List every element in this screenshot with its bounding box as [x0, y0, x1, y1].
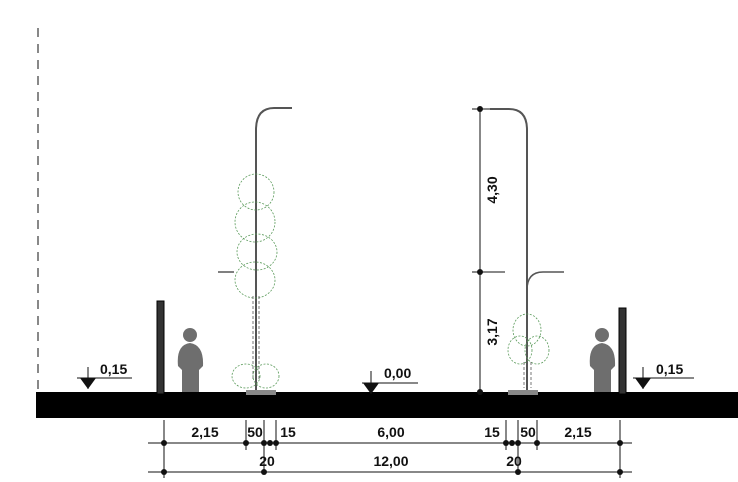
right-pedestrian-figure [589, 328, 616, 392]
left-tree-foliage [231, 173, 280, 389]
dimension-row-2 [148, 469, 632, 475]
center-level-label: 0,00 [384, 365, 411, 381]
left-level-label: 0,15 [100, 361, 127, 377]
right-shrub-foliage [507, 313, 550, 388]
dim-carriageway: 6,00 [377, 424, 404, 440]
dim-right-20: 20 [506, 453, 522, 469]
center-level-marker [362, 371, 418, 394]
left-pedestrian-figure [177, 328, 204, 392]
right-lamp-post [490, 108, 564, 395]
right-level-marker [633, 367, 694, 389]
lower-height-label: 3,17 [484, 318, 500, 345]
height-dimension-line [472, 106, 505, 395]
dim-right-15: 15 [484, 424, 500, 440]
dim-left-15: 15 [280, 424, 296, 440]
upper-height-label: 4,30 [484, 176, 500, 203]
left-lamp-post [218, 107, 292, 395]
dim-left-sidewalk: 2,15 [191, 424, 218, 440]
dim-left-50: 50 [247, 424, 263, 440]
left-level-marker [77, 367, 132, 389]
right-bollard [618, 307, 627, 395]
dim-right-sidewalk: 2,15 [564, 424, 591, 440]
dim-right-50: 50 [520, 424, 536, 440]
dim-left-20: 20 [259, 453, 275, 469]
dimension-row-1 [148, 420, 632, 478]
left-bollard [156, 300, 165, 395]
right-level-label: 0,15 [656, 361, 683, 377]
dim-total-width: 12,00 [373, 453, 408, 469]
ground-slab [36, 394, 738, 418]
